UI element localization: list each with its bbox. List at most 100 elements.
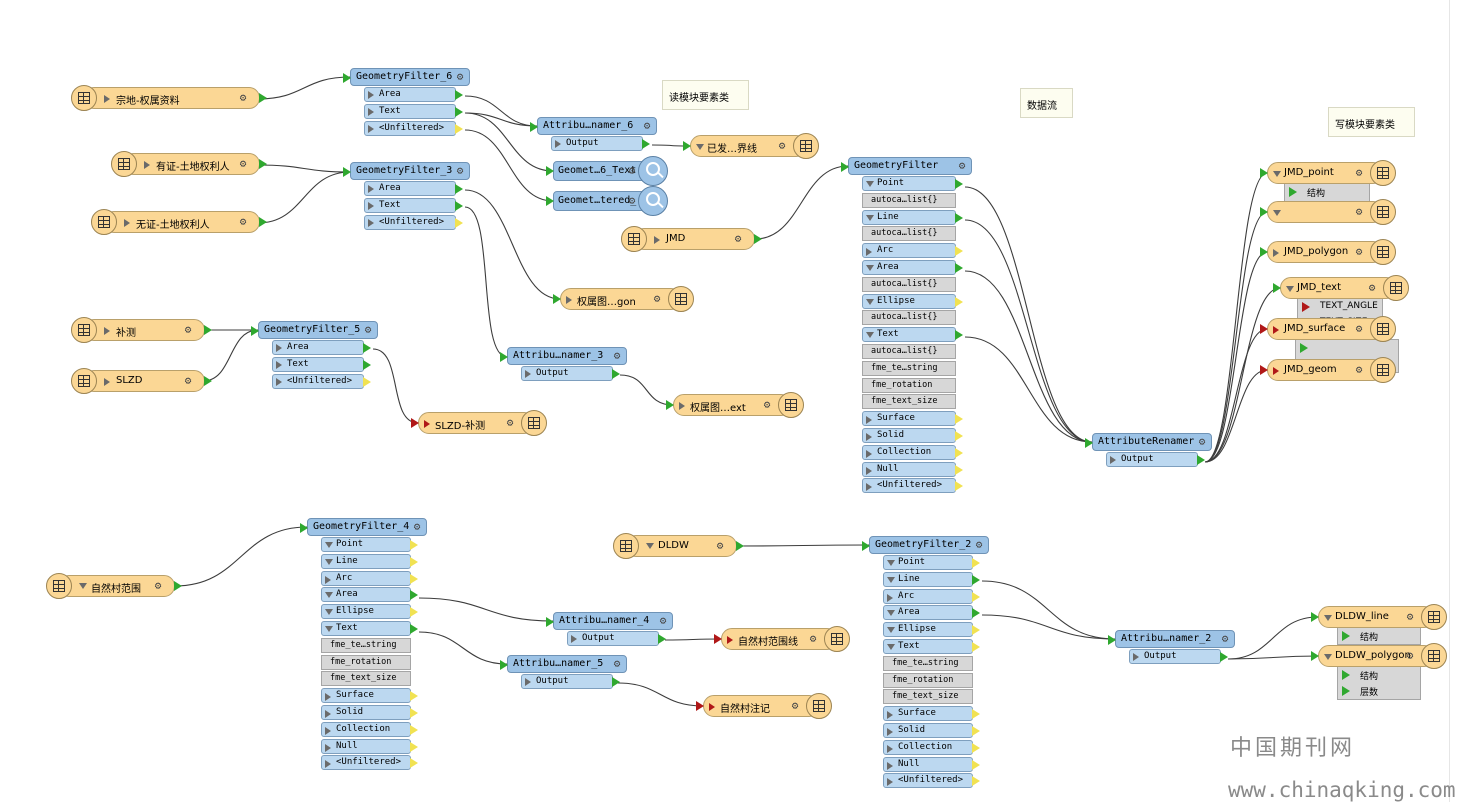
transformer-ar[interactable]: AttributeRenamer⚙Output xyxy=(1085,433,1212,468)
output-port-text[interactable]: Text xyxy=(272,357,371,372)
gear-icon[interactable]: ⚙ xyxy=(184,374,192,387)
connection-wire[interactable] xyxy=(754,165,849,240)
expand-arrow-icon[interactable] xyxy=(866,483,872,492)
connection-wire[interactable] xyxy=(1204,211,1268,463)
expand-arrow-icon[interactable] xyxy=(104,327,110,335)
output-port-arc[interactable]: Arc xyxy=(862,243,963,259)
writer-w_slzd[interactable]: SLZD-补测⚙ xyxy=(411,410,547,436)
output-port-null[interactable]: Null xyxy=(883,756,980,772)
expand-arrow-icon[interactable] xyxy=(325,760,331,769)
port-connector-icon[interactable] xyxy=(363,377,371,387)
port-connector-icon[interactable] xyxy=(972,642,980,652)
gear-icon[interactable]: ⚙ xyxy=(643,119,651,132)
port-connector-icon[interactable] xyxy=(410,691,418,702)
gear-icon[interactable]: ⚙ xyxy=(1355,322,1363,335)
gear-icon[interactable]: ⚙ xyxy=(1355,245,1363,258)
input-port-icon[interactable] xyxy=(1260,207,1268,217)
expand-arrow-icon[interactable] xyxy=(325,726,331,735)
output-port-collection[interactable]: Collection xyxy=(321,721,418,737)
output-port-icon[interactable] xyxy=(259,93,267,103)
expand-arrow-icon[interactable] xyxy=(887,627,895,634)
output-port-output[interactable]: Output xyxy=(521,366,620,381)
expand-arrow-icon[interactable] xyxy=(144,161,150,169)
input-port-icon[interactable] xyxy=(411,418,419,428)
connection-wire[interactable] xyxy=(1204,328,1268,463)
output-port-solid[interactable]: Solid xyxy=(883,723,980,738)
expand-arrow-icon[interactable] xyxy=(124,219,130,227)
port-connector-icon[interactable] xyxy=(955,330,963,341)
transformer-an4[interactable]: Attribu…namer_4⚙Output xyxy=(546,612,673,647)
output-port-icon[interactable] xyxy=(259,159,267,169)
transformer-header[interactable]: Attribu…namer_2⚙ xyxy=(1108,630,1235,648)
expand-arrow-icon[interactable] xyxy=(887,711,893,720)
port-connector-icon[interactable] xyxy=(612,677,620,687)
connection-wire[interactable] xyxy=(964,219,1093,443)
port-connector-icon[interactable] xyxy=(363,343,371,353)
expand-arrow-icon[interactable] xyxy=(325,558,333,565)
transformer-header[interactable]: GeometryFilter_4⚙ xyxy=(300,518,427,536)
writer-w_zczj[interactable]: 自然村注记⚙ xyxy=(696,693,832,719)
expand-arrow-icon[interactable] xyxy=(887,644,895,650)
port-connector-icon[interactable] xyxy=(455,90,463,100)
inspector-i2[interactable]: Geomet…tered_⚙ xyxy=(546,186,668,216)
input-port-icon[interactable] xyxy=(343,73,351,83)
writer-w_dldw_line[interactable]: DLDW_line⚙ xyxy=(1311,604,1447,630)
output-port-line[interactable]: Line xyxy=(321,553,418,569)
port-connector-icon[interactable] xyxy=(972,625,980,636)
expand-arrow-icon[interactable] xyxy=(866,248,872,257)
port-connector-icon[interactable] xyxy=(955,464,963,475)
port-connector-icon[interactable] xyxy=(972,709,980,720)
magnifier-icon[interactable] xyxy=(638,156,668,186)
connection-wire[interactable] xyxy=(736,544,870,547)
input-port-icon[interactable] xyxy=(1311,612,1319,622)
output-port-icon[interactable] xyxy=(259,217,267,227)
transformer-header[interactable]: GeometryFilter_6⚙ xyxy=(343,68,470,86)
expand-arrow-icon[interactable] xyxy=(866,433,872,441)
transformer-an6[interactable]: Attribu…namer_6⚙Output xyxy=(530,117,657,152)
expand-arrow-icon[interactable] xyxy=(887,593,893,602)
connection-wire[interactable] xyxy=(174,526,308,587)
output-port-area[interactable]: Area xyxy=(883,605,980,621)
port-connector-icon[interactable] xyxy=(410,708,418,718)
connection-wire[interactable] xyxy=(1204,251,1268,463)
transformer-header[interactable]: Attribu…namer_6⚙ xyxy=(530,117,657,135)
output-port-solid[interactable]: Solid xyxy=(321,705,418,720)
input-port-icon[interactable] xyxy=(1260,247,1268,257)
input-port-icon[interactable] xyxy=(500,352,508,362)
port-connector-icon[interactable] xyxy=(972,776,980,787)
output-port-output[interactable]: Output xyxy=(1106,452,1205,467)
expand-arrow-icon[interactable] xyxy=(325,743,331,752)
inspector-i1[interactable]: Geomet…6_Text⚙ xyxy=(546,156,668,186)
output-port-arc[interactable]: Arc xyxy=(321,570,418,586)
gear-icon[interactable]: ⚙ xyxy=(1355,363,1363,376)
port-connector-icon[interactable] xyxy=(972,759,980,770)
port-connector-icon[interactable] xyxy=(612,369,620,379)
connection-wire[interactable] xyxy=(981,580,1116,640)
output-port-surface[interactable]: Surface xyxy=(862,411,963,427)
writer-w_dldw_polygon[interactable]: DLDW_polygon⚙ xyxy=(1311,643,1447,669)
expand-arrow-icon[interactable] xyxy=(1273,249,1279,257)
writer-w_quanshu_gon[interactable]: 权属图…gon⚙ xyxy=(553,286,694,312)
expand-arrow-icon[interactable] xyxy=(887,744,893,753)
input-port-icon[interactable] xyxy=(546,617,554,627)
port-connector-icon[interactable] xyxy=(410,540,418,550)
transformer-header[interactable]: GeometryFilter_5⚙ xyxy=(251,321,378,339)
expand-arrow-icon[interactable] xyxy=(679,402,685,410)
expand-arrow-icon[interactable] xyxy=(1324,654,1332,660)
input-port-icon[interactable] xyxy=(500,660,508,670)
output-port-collection[interactable]: Collection xyxy=(862,444,963,460)
connection-wire[interactable] xyxy=(464,206,508,358)
gear-icon[interactable]: ⚙ xyxy=(613,657,621,670)
port-connector-icon[interactable] xyxy=(363,360,371,370)
output-port-area[interactable]: Area xyxy=(272,340,371,355)
gear-icon[interactable]: ⚙ xyxy=(1355,166,1363,179)
reader-r_youzheng[interactable]: 有证-土地权利人⚙ xyxy=(111,151,267,177)
port-connector-icon[interactable] xyxy=(410,607,418,618)
output-port-point[interactable]: Point xyxy=(321,537,418,552)
connection-wire[interactable] xyxy=(464,95,538,127)
output-port-text[interactable]: Text xyxy=(364,104,463,119)
output-port-unfiltered[interactable]: <Unfiltered> xyxy=(364,121,463,136)
input-port-icon[interactable] xyxy=(1311,651,1319,661)
port-connector-icon[interactable] xyxy=(955,246,963,257)
output-port-text[interactable]: Text xyxy=(862,327,963,343)
